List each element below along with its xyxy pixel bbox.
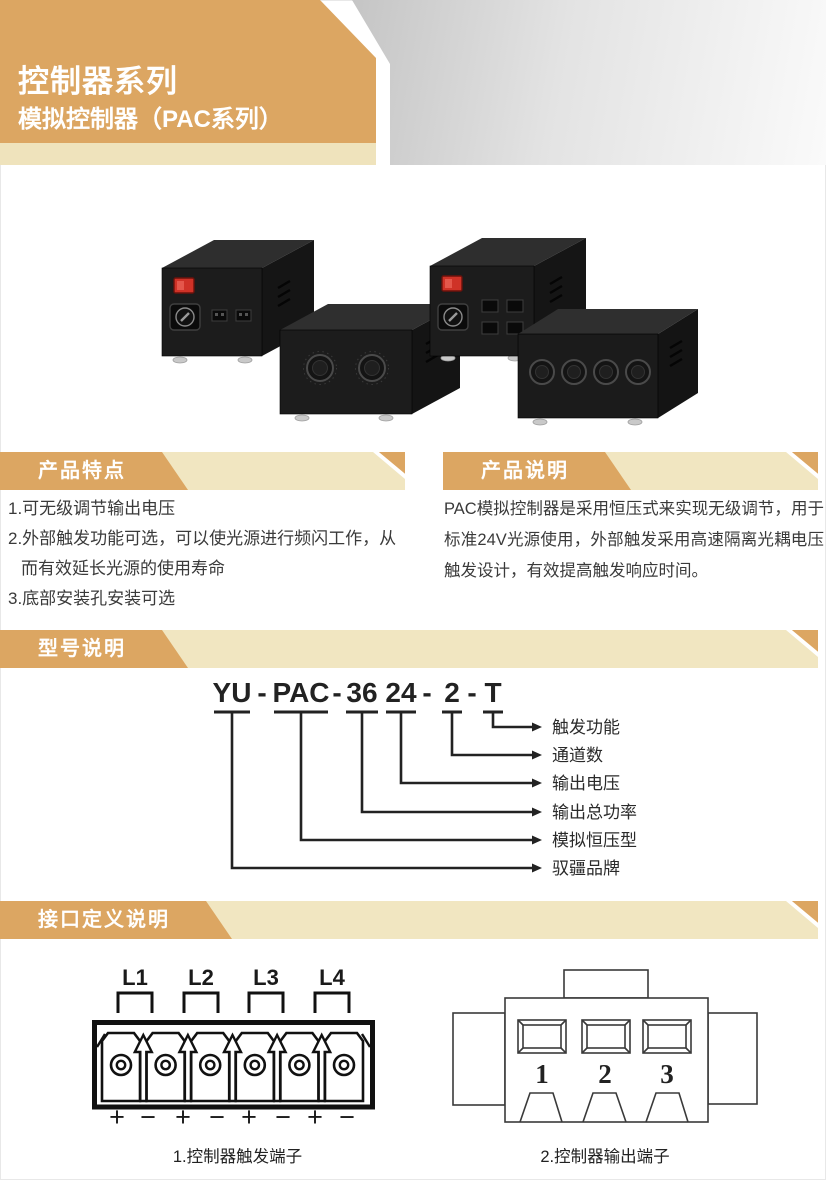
adjust-knob <box>355 351 389 385</box>
polarity-sign: + <box>175 1102 191 1132</box>
channel-labels: L1 L2 L3 L4 <box>122 965 345 990</box>
pin-number: 2 <box>598 1059 612 1089</box>
model-breakdown-diagram: YU - PAC - 36 24 - 2 - T 触发功能 通道数 <box>213 677 637 878</box>
feature-item: 3.底部安装孔安装可选 <box>8 589 176 608</box>
channel-brackets <box>116 991 351 1013</box>
dash: - <box>332 677 341 708</box>
adjust-knobs-row <box>529 359 651 385</box>
model-code: YU - PAC - 36 24 - 2 - T <box>213 677 502 708</box>
features-section-ribbon: 产品特点 <box>0 452 405 490</box>
section-heading-description: 产品说明 <box>443 452 631 490</box>
dash: - <box>257 677 266 708</box>
section-heading-model: 型号说明 <box>0 630 188 668</box>
product-photo-2knob-controller <box>279 304 460 422</box>
model-code-power: 36 <box>346 677 377 708</box>
channel-label: L2 <box>188 965 214 990</box>
model-code-trigger: T <box>484 677 501 708</box>
channel-label: L1 <box>122 965 148 990</box>
section-heading-features: 产品特点 <box>0 452 188 490</box>
trigger-terminal-diagram: L1 L2 L3 L4 <box>92 965 375 1132</box>
feature-list: 1.可无级调节输出电压 2.外部触发功能可选，可以使光源进行频闪工作，从而有效延… <box>8 494 408 614</box>
dash: - <box>422 677 431 708</box>
label-trigger: 触发功能 <box>552 718 620 737</box>
dash: - <box>467 677 476 708</box>
model-section-ribbon: 型号说明 <box>0 630 818 668</box>
channel-label: L3 <box>253 965 279 990</box>
page-title: 控制器系列 <box>18 64 178 99</box>
model-code-brand: YU <box>213 677 252 708</box>
power-inlet <box>437 303 469 331</box>
screw-terminals <box>109 1053 356 1077</box>
label-type: 模拟恒压型 <box>552 831 637 850</box>
header-accent-banner <box>0 0 376 143</box>
polarity-sign: − <box>209 1102 225 1132</box>
header-substrip <box>0 143 376 165</box>
release-arrows <box>95 1032 372 1103</box>
label-voltage: 输出电压 <box>552 774 620 793</box>
adjust-knob <box>303 351 337 385</box>
power-inlet <box>169 303 201 331</box>
pin-numbers: 1 2 3 <box>535 1059 674 1089</box>
pin-number: 3 <box>660 1059 674 1089</box>
channel-label: L4 <box>319 965 345 990</box>
description-text: PAC模拟控制器是采用恒压式来实现无级调节，用于标准24V光源使用，外部触发采用… <box>444 500 824 580</box>
model-field-labels: 触发功能 通道数 输出电压 输出总功率 模拟恒压型 驭疆品牌 <box>552 718 637 878</box>
polarity-sign: + <box>307 1102 323 1132</box>
connector-body <box>452 969 758 1123</box>
vent-slots <box>277 279 291 308</box>
output-terminal-diagram: 1 2 3 <box>452 969 758 1123</box>
description-section-ribbon: 产品说明 <box>443 452 818 490</box>
header-gray-block <box>352 0 826 165</box>
page-subtitle: 模拟控制器（PAC系列） <box>18 106 283 133</box>
code-connector-lines <box>230 712 532 870</box>
polarity-sign: + <box>241 1102 257 1132</box>
polarity-signs: + − + − + − + − <box>109 1102 355 1132</box>
interface-section-ribbon: 接口定义说明 <box>0 901 818 939</box>
output-terminal-caption: 2.控制器输出端子 <box>540 1148 670 1166</box>
model-code-voltage: 24 <box>385 677 417 708</box>
product-photo-2ch-controller-front <box>161 240 314 364</box>
label-power: 输出总功率 <box>552 803 637 822</box>
model-code-channels: 2 <box>444 677 460 708</box>
polarity-sign: − <box>339 1102 355 1132</box>
pin-windows <box>517 1019 692 1054</box>
polarity-sign: + <box>109 1102 125 1132</box>
pin-number: 1 <box>535 1059 549 1089</box>
product-photos <box>161 238 698 426</box>
feature-item: 1.可无级调节输出电压 <box>8 499 176 518</box>
model-code-type: PAC <box>272 677 329 708</box>
feature-item: 2.外部触发功能可选，可以使光源进行频闪工作，从而有效延长光源的使用寿命 <box>8 529 397 578</box>
polarity-sign: − <box>275 1102 291 1132</box>
label-channels: 通道数 <box>552 746 603 765</box>
output-connectors <box>481 299 524 335</box>
keying-slots <box>519 1092 689 1123</box>
label-brand: 驭疆品牌 <box>552 859 620 878</box>
section-heading-interface: 接口定义说明 <box>0 901 232 939</box>
arrowheads <box>532 722 542 873</box>
polarity-sign: − <box>140 1102 156 1132</box>
output-connectors <box>211 309 252 322</box>
product-photo-4knob-controller <box>517 309 698 426</box>
trigger-terminal-caption: 1.控制器触发端子 <box>172 1148 303 1166</box>
